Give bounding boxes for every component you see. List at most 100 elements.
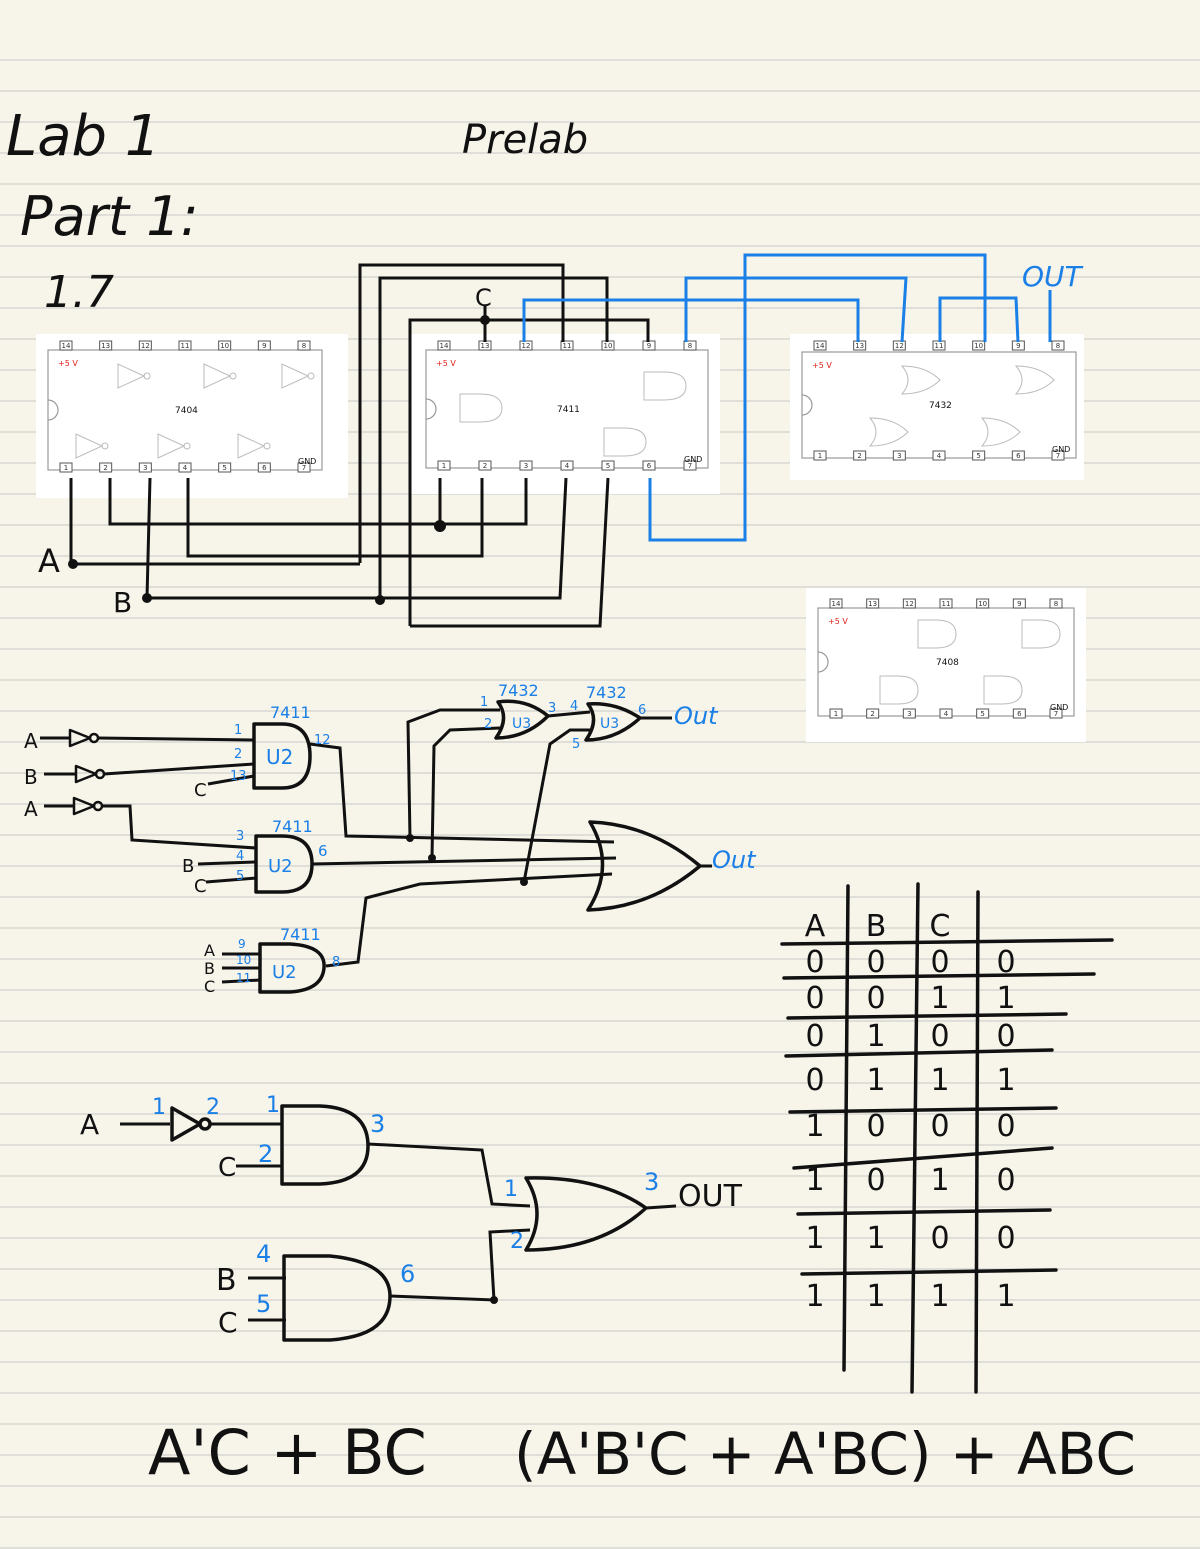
s1-pin: 4 bbox=[570, 699, 578, 714]
chip-pin[interactable] bbox=[138, 340, 152, 351]
chip-pin-label: 1 bbox=[442, 462, 446, 470]
truth-table-cell: 0 bbox=[996, 1109, 1015, 1144]
chip-pin[interactable] bbox=[138, 462, 152, 473]
chip-pin[interactable] bbox=[178, 462, 192, 473]
chip-pin[interactable] bbox=[218, 340, 232, 351]
chip-pin[interactable] bbox=[939, 598, 953, 609]
s1-input-a1: A bbox=[24, 729, 38, 753]
chip-pin[interactable] bbox=[1011, 450, 1025, 461]
chip-pin[interactable] bbox=[939, 708, 953, 719]
chip-pin[interactable] bbox=[976, 708, 990, 719]
chip-pin-label: 4 bbox=[565, 462, 570, 470]
chip-pin-label: 6 bbox=[647, 462, 652, 470]
chip-pin[interactable] bbox=[683, 460, 697, 471]
truth-table-cell: 0 bbox=[996, 1221, 1015, 1256]
chip-pin-label: 3 bbox=[143, 464, 147, 472]
chip-pin[interactable] bbox=[519, 340, 533, 351]
chip-pin[interactable] bbox=[683, 340, 697, 351]
chip-pin[interactable] bbox=[1049, 708, 1063, 719]
chip-pin[interactable] bbox=[178, 340, 192, 351]
chip-pin[interactable] bbox=[59, 340, 73, 351]
s2-pin: 2 bbox=[258, 1140, 273, 1168]
chip-pin-label: 2 bbox=[483, 462, 487, 470]
chip-pin[interactable] bbox=[902, 708, 916, 719]
chip-pin[interactable] bbox=[297, 462, 311, 473]
schematic-1 bbox=[40, 699, 712, 994]
s1-pin: 2 bbox=[484, 717, 492, 732]
chip-pin[interactable] bbox=[1012, 708, 1026, 719]
chip-pin[interactable] bbox=[829, 598, 843, 609]
chip-pin[interactable] bbox=[601, 460, 615, 471]
chip-pin[interactable] bbox=[59, 462, 73, 473]
truth-table-cell: 1 bbox=[930, 1063, 949, 1098]
s1-pin: 6 bbox=[638, 703, 646, 718]
s2-pin: 1 bbox=[152, 1095, 166, 1120]
truth-table-header: B bbox=[866, 909, 887, 944]
chip-pin[interactable] bbox=[519, 460, 533, 471]
chip-pin[interactable] bbox=[853, 450, 867, 461]
chip-pin[interactable] bbox=[1051, 340, 1065, 351]
chip-part-label: 7411 bbox=[557, 405, 580, 415]
chip-pin[interactable] bbox=[99, 462, 113, 473]
chip-7408-gates bbox=[879, 619, 1061, 705]
s2-input-c1: C bbox=[218, 1153, 236, 1183]
chip-7411-gates bbox=[459, 371, 687, 457]
chip-pin[interactable] bbox=[218, 462, 232, 473]
chip-pin[interactable] bbox=[437, 340, 451, 351]
chip-pin[interactable] bbox=[642, 460, 656, 471]
chip-body bbox=[425, 349, 709, 469]
truth-table-cell: 1 bbox=[930, 981, 949, 1016]
chip-pin-label: 5 bbox=[606, 462, 610, 470]
s1-u2-a: U2 bbox=[266, 745, 293, 769]
chip-vcc-label: +5 V bbox=[58, 359, 78, 368]
s1-pin: 13 bbox=[230, 769, 247, 784]
wiring-label-c: C bbox=[475, 284, 492, 312]
chip-pin[interactable] bbox=[932, 450, 946, 461]
chip-pin[interactable] bbox=[560, 340, 574, 351]
chip-pin[interactable] bbox=[972, 340, 986, 351]
chip-pin-label: 14 bbox=[816, 342, 825, 350]
chip-pin[interactable] bbox=[257, 340, 271, 351]
chip-pin[interactable] bbox=[976, 598, 990, 609]
prelab-label: Prelab bbox=[462, 117, 588, 163]
chip-pin[interactable] bbox=[813, 450, 827, 461]
wiring-label-b: B bbox=[113, 586, 132, 619]
chip-pin[interactable] bbox=[99, 340, 113, 351]
chip-pin-label: 11 bbox=[935, 342, 944, 350]
truth-table-cell: 0 bbox=[930, 1109, 949, 1144]
chip-pin[interactable] bbox=[257, 462, 271, 473]
chip-pin[interactable] bbox=[866, 598, 880, 609]
chip-pin[interactable] bbox=[560, 460, 574, 471]
lab-title: Lab 1 bbox=[6, 104, 161, 169]
s1-input-a2: A bbox=[24, 797, 38, 821]
truth-table-cell: 1 bbox=[866, 1221, 885, 1256]
chip-pin[interactable] bbox=[892, 450, 906, 461]
chip-part-label: 7432 bbox=[929, 401, 952, 411]
truth-table-cell: 0 bbox=[805, 981, 824, 1016]
chip-pin[interactable] bbox=[437, 460, 451, 471]
chip-vcc-label: +5 V bbox=[812, 361, 832, 370]
chip-pin-label: 13 bbox=[481, 342, 490, 350]
chip-pin[interactable] bbox=[902, 598, 916, 609]
chip-pin[interactable] bbox=[1051, 450, 1065, 461]
s1-u3-b: U3 bbox=[600, 716, 619, 732]
chip-pin-label: 6 bbox=[1016, 452, 1021, 460]
chip-pin-label: 8 bbox=[1056, 342, 1060, 350]
truth-table-cell: 0 bbox=[866, 1109, 885, 1144]
chip-pin[interactable] bbox=[1012, 598, 1026, 609]
chip-pin[interactable] bbox=[297, 340, 311, 351]
chip-pin[interactable] bbox=[478, 460, 492, 471]
s1-chip-7411-c: 7411 bbox=[280, 925, 321, 944]
chip-pin[interactable] bbox=[829, 708, 843, 719]
s1-input-b: B bbox=[24, 765, 38, 789]
chip-pin[interactable] bbox=[892, 340, 906, 351]
chip-pin[interactable] bbox=[1049, 598, 1063, 609]
chip-pin[interactable] bbox=[972, 450, 986, 461]
chip-pin-label: 1 bbox=[64, 464, 68, 472]
s1-and2-b: B bbox=[182, 856, 194, 877]
chip-pin[interactable] bbox=[866, 708, 880, 719]
schematic-2 bbox=[120, 1104, 677, 1342]
chip-pin[interactable] bbox=[813, 340, 827, 351]
truth-table bbox=[780, 882, 1114, 1394]
chip-pin[interactable] bbox=[853, 340, 867, 351]
